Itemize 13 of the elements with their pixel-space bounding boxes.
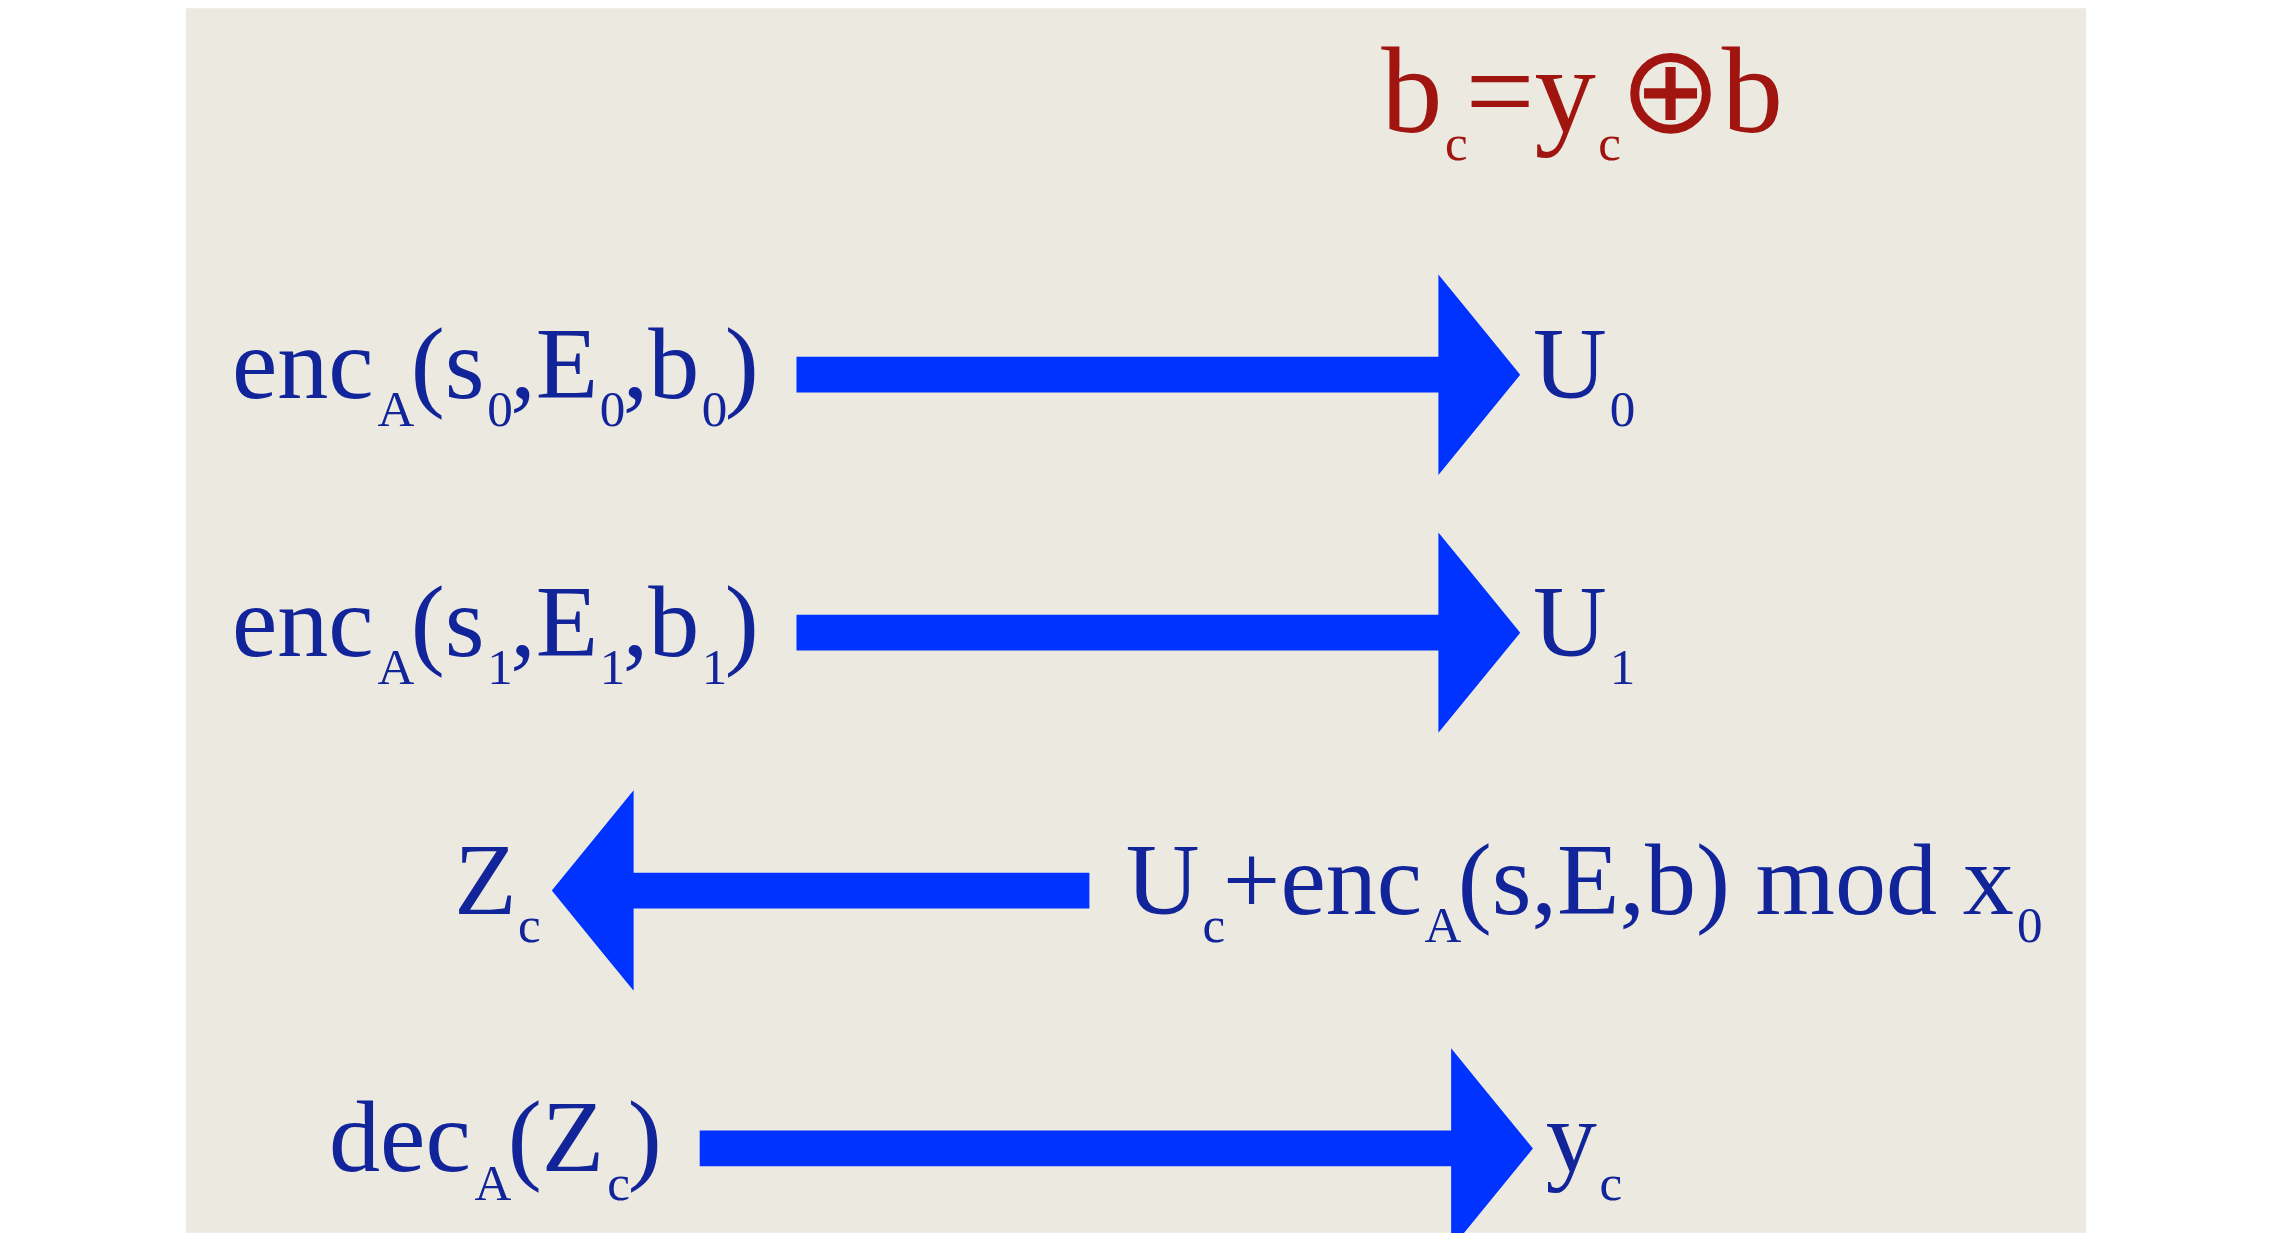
arrow <box>551 790 1089 991</box>
label: b$_{c}$=y$_{c}$⊕b <box>1380 22 1783 172</box>
node-text: U$_{0}$ <box>1532 306 1635 438</box>
node-text: enc$_{A}$(s$_{0}$,E$_{0}$,b$_{0}$) <box>231 306 759 438</box>
node-text: U$_{1}$ <box>1532 564 1635 696</box>
node-text: Z$_{c}$ <box>453 822 541 954</box>
node-text: enc$_{A}$(s$_{1}$,E$_{1}$,b$_{1}$) <box>231 564 759 696</box>
node-text: dec$_{A}$(Z$_{c}$) <box>328 1080 662 1211</box>
arrow <box>796 274 1520 475</box>
node-text: y$_{c}$ <box>1545 1080 1622 1211</box>
node-text: U$_{c}$+enc$_{A}$(s,E,b) mod x$_{0}$ <box>1125 822 2043 954</box>
arrow <box>796 532 1520 733</box>
arrow <box>699 1048 1533 1233</box>
